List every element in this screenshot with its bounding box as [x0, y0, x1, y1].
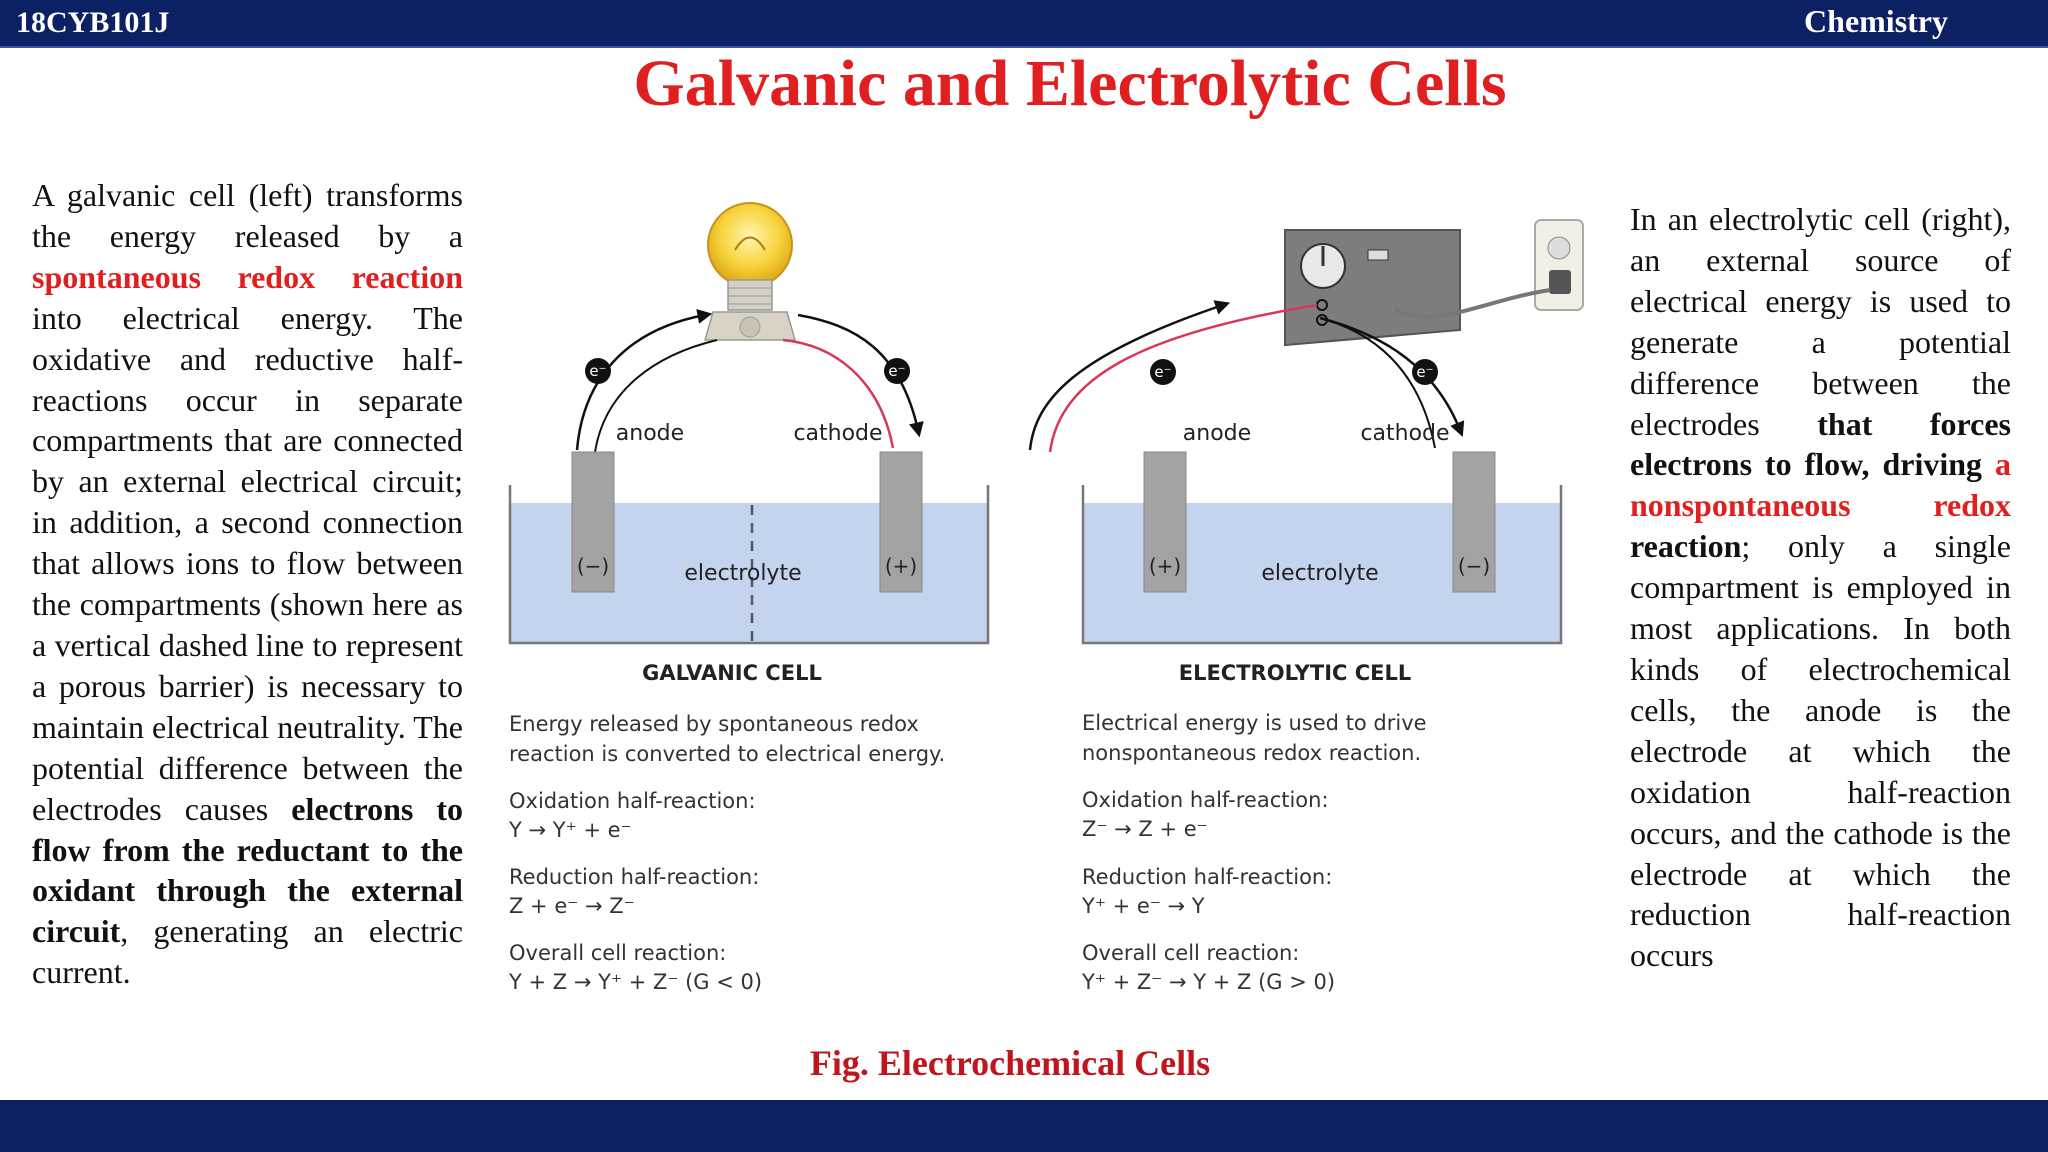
- reduction-equation: Y⁺ + e⁻ → Y: [1081, 894, 1205, 918]
- cathode-sign: (−): [1458, 554, 1490, 578]
- wall-outlet-icon: [1534, 219, 1584, 311]
- electron-badge: [884, 358, 910, 384]
- electrolytic-cell: e⁻ e⁻ anode cathode (+) (−) electrolyte …: [1028, 219, 1584, 994]
- electrolyte-label: electrolyte: [684, 561, 801, 586]
- oxidation-equation: Y → Y⁺ + e⁻: [508, 818, 632, 842]
- anode-sign: (−): [577, 554, 609, 578]
- reduction-equation: Z + e⁻ → Z⁻: [509, 894, 635, 918]
- galvanic-desc-line1: Energy released by spontaneous redox: [509, 712, 919, 736]
- electrolytic-heading: ELECTROLYTIC CELL: [1179, 661, 1412, 685]
- electron-badge: [1412, 359, 1438, 385]
- bold-forces-flow: that forces electrons to flow, driving: [1630, 405, 2012, 483]
- footer-bar: [0, 1100, 2048, 1152]
- electrochemical-cells-figure: e⁻ e⁻ anode cathode (−) (+) electrolyte …: [495, 140, 1595, 1060]
- reduction-label: Reduction half-reaction:: [509, 865, 759, 889]
- oxidation-label: Oxidation half-reaction:: [1082, 788, 1329, 812]
- electron-label: e⁻: [888, 362, 905, 380]
- figure-caption: Fig. Electrochemical Cells: [809, 1043, 1211, 1083]
- cathode-label: cathode: [793, 421, 882, 446]
- wire-anode: [1048, 303, 1318, 453]
- wire-cathode: [782, 338, 895, 449]
- cathode-sign: (+): [885, 554, 917, 578]
- text-segment: , generating an electric current.: [32, 913, 463, 991]
- overall-equation: Y⁺ + Z⁻ → Y + Z (G > 0): [1081, 970, 1335, 994]
- electrolyte-label: electrolyte: [1261, 561, 1378, 586]
- anode-electrode: [1143, 451, 1187, 593]
- wire-cathode: [1326, 319, 1436, 449]
- text-segment: In an electrolytic cell (right), an exte…: [1630, 201, 2011, 442]
- electron-flow-arrow-left: [575, 309, 713, 451]
- reduction-label: Reduction half-reaction:: [1082, 865, 1332, 889]
- overall-equation: Y + Z → Y⁺ + Z⁻ (G < 0): [508, 970, 762, 994]
- highlight-spontaneous: spontaneous redox reaction: [32, 258, 463, 295]
- slide-title: Galvanic and Electrolytic Cells: [633, 47, 1507, 120]
- oxidation-equation: Z⁻ → Z + e⁻: [1082, 817, 1208, 841]
- highlight-nonspontaneous: a nonspontaneous redox: [1630, 446, 2011, 524]
- electron-label: e⁻: [589, 362, 606, 380]
- galvanic-cell: e⁻ e⁻ anode cathode (−) (+) electrolyte …: [508, 202, 990, 994]
- electron-label: e⁻: [1154, 363, 1171, 381]
- cell-container: [508, 485, 990, 645]
- oxidation-label: Oxidation half-reaction:: [509, 789, 756, 813]
- cathode-label: cathode: [1360, 421, 1449, 446]
- cell-container: [1081, 485, 1563, 645]
- electron-badge: [1150, 359, 1176, 385]
- subject-label: Chemistry: [1804, 3, 1948, 39]
- anode-electrode: [571, 451, 615, 593]
- electrolytic-desc-line1: Electrical energy is used to drive: [1082, 711, 1427, 735]
- galvanic-heading: GALVANIC CELL: [642, 661, 822, 685]
- text-segment: into electrical energy. The oxidative an…: [32, 299, 463, 827]
- anode-label: anode: [616, 421, 684, 446]
- electron-flow-arrow-left: [1028, 300, 1231, 451]
- electron-badge: [585, 358, 611, 384]
- power-cord: [1394, 288, 1551, 319]
- light-bulb-icon: [704, 202, 796, 341]
- anode-label: anode: [1183, 421, 1251, 446]
- cells-diagram: e⁻ e⁻ anode cathode (−) (+) electrolyte …: [508, 202, 1584, 994]
- wire-anode: [594, 339, 718, 453]
- header-bar: 18CYB101J Chemistry: [0, 0, 2048, 48]
- electrolytic-desc-line2: nonspontaneous redox reaction.: [1082, 741, 1421, 765]
- cathode-electrode: [1452, 451, 1496, 593]
- overall-label: Overall cell reaction:: [509, 941, 726, 965]
- anode-sign: (+): [1149, 554, 1181, 578]
- galvanic-desc-line2: reaction is converted to electrical ener…: [509, 742, 945, 766]
- bold-electron-flow: electrons to flow from the reductant to …: [32, 790, 463, 950]
- overall-label: Overall cell reaction:: [1082, 941, 1299, 965]
- electrolytic-description: In an electrolytic cell (right), an exte…: [1630, 199, 2011, 976]
- course-code: 18CYB101J: [16, 6, 170, 39]
- text-segment: ; only a single compartment is employed …: [1630, 528, 2011, 974]
- text-segment: A galvanic cell (left) transforms the en…: [32, 177, 463, 254]
- electron-flow-arrow-right: [797, 313, 924, 438]
- electron-label: e⁻: [1416, 363, 1433, 381]
- galvanic-description: A galvanic cell (left) transforms the en…: [32, 175, 463, 993]
- power-supply-icon: [1284, 229, 1461, 347]
- bold-reaction: reaction: [1630, 528, 1742, 565]
- cathode-electrode: [879, 451, 923, 593]
